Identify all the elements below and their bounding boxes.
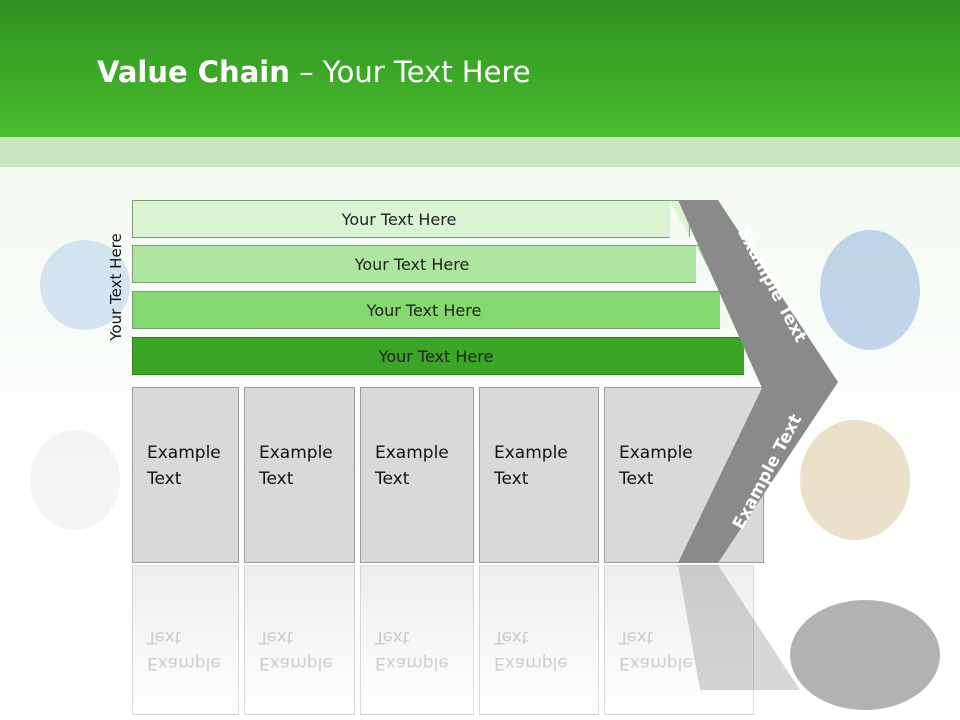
side-label: Your Text Here bbox=[96, 226, 136, 356]
header-strip bbox=[0, 137, 960, 167]
box-reflection: Example Text bbox=[132, 565, 239, 715]
activity-box-text: Example Text bbox=[259, 443, 333, 489]
title-bold: Value Chain bbox=[97, 55, 290, 89]
value-chain-bar-2: Your Text Here bbox=[132, 245, 716, 283]
activity-box-text: Example Text bbox=[494, 443, 568, 489]
value-chain-bar-3: Your Text Here bbox=[132, 291, 740, 329]
header-band bbox=[0, 0, 960, 137]
activity-box-4: Example Text bbox=[479, 387, 599, 563]
value-chain-bar-1: Your Text Here bbox=[132, 200, 690, 238]
box-reflection: Example Text bbox=[604, 565, 754, 715]
bar-label: Your Text Here bbox=[378, 346, 494, 366]
bar-label: Your Text Here bbox=[341, 209, 457, 229]
decor-blob bbox=[40, 240, 130, 330]
page-title: Value Chain – Your Text Here bbox=[97, 52, 531, 92]
reflection-text: Example Text bbox=[619, 627, 693, 673]
decor-blob bbox=[800, 420, 910, 540]
box-reflection: Example Text bbox=[244, 565, 355, 715]
decor-blob bbox=[820, 230, 920, 350]
activity-box-1: Example Text bbox=[132, 387, 239, 563]
activity-box-2: Example Text bbox=[244, 387, 355, 563]
activity-box-3: Example Text bbox=[360, 387, 474, 563]
value-chain-bar-4: Your Text Here bbox=[132, 337, 764, 375]
activity-box-text: Example Text bbox=[375, 443, 449, 489]
box-reflection: Example Text bbox=[479, 565, 599, 715]
box-reflection: Example Text bbox=[360, 565, 474, 715]
decor-blob bbox=[790, 600, 940, 710]
decor-blob bbox=[30, 430, 120, 530]
bar-label: Your Text Here bbox=[354, 254, 470, 274]
activity-box-text: Example Text bbox=[147, 443, 221, 489]
reflection-text: Example Text bbox=[147, 627, 221, 673]
side-label-text: Your Text Here bbox=[107, 233, 125, 341]
title-rest: – Your Text Here bbox=[289, 55, 531, 89]
reflection-text: Example Text bbox=[494, 627, 568, 673]
bar-label: Your Text Here bbox=[366, 300, 482, 320]
reflection-text: Example Text bbox=[259, 627, 333, 673]
activity-box-text: Example Text bbox=[619, 443, 693, 489]
reflection-text: Example Text bbox=[375, 627, 449, 673]
activity-box-5: Example Text bbox=[604, 387, 764, 563]
